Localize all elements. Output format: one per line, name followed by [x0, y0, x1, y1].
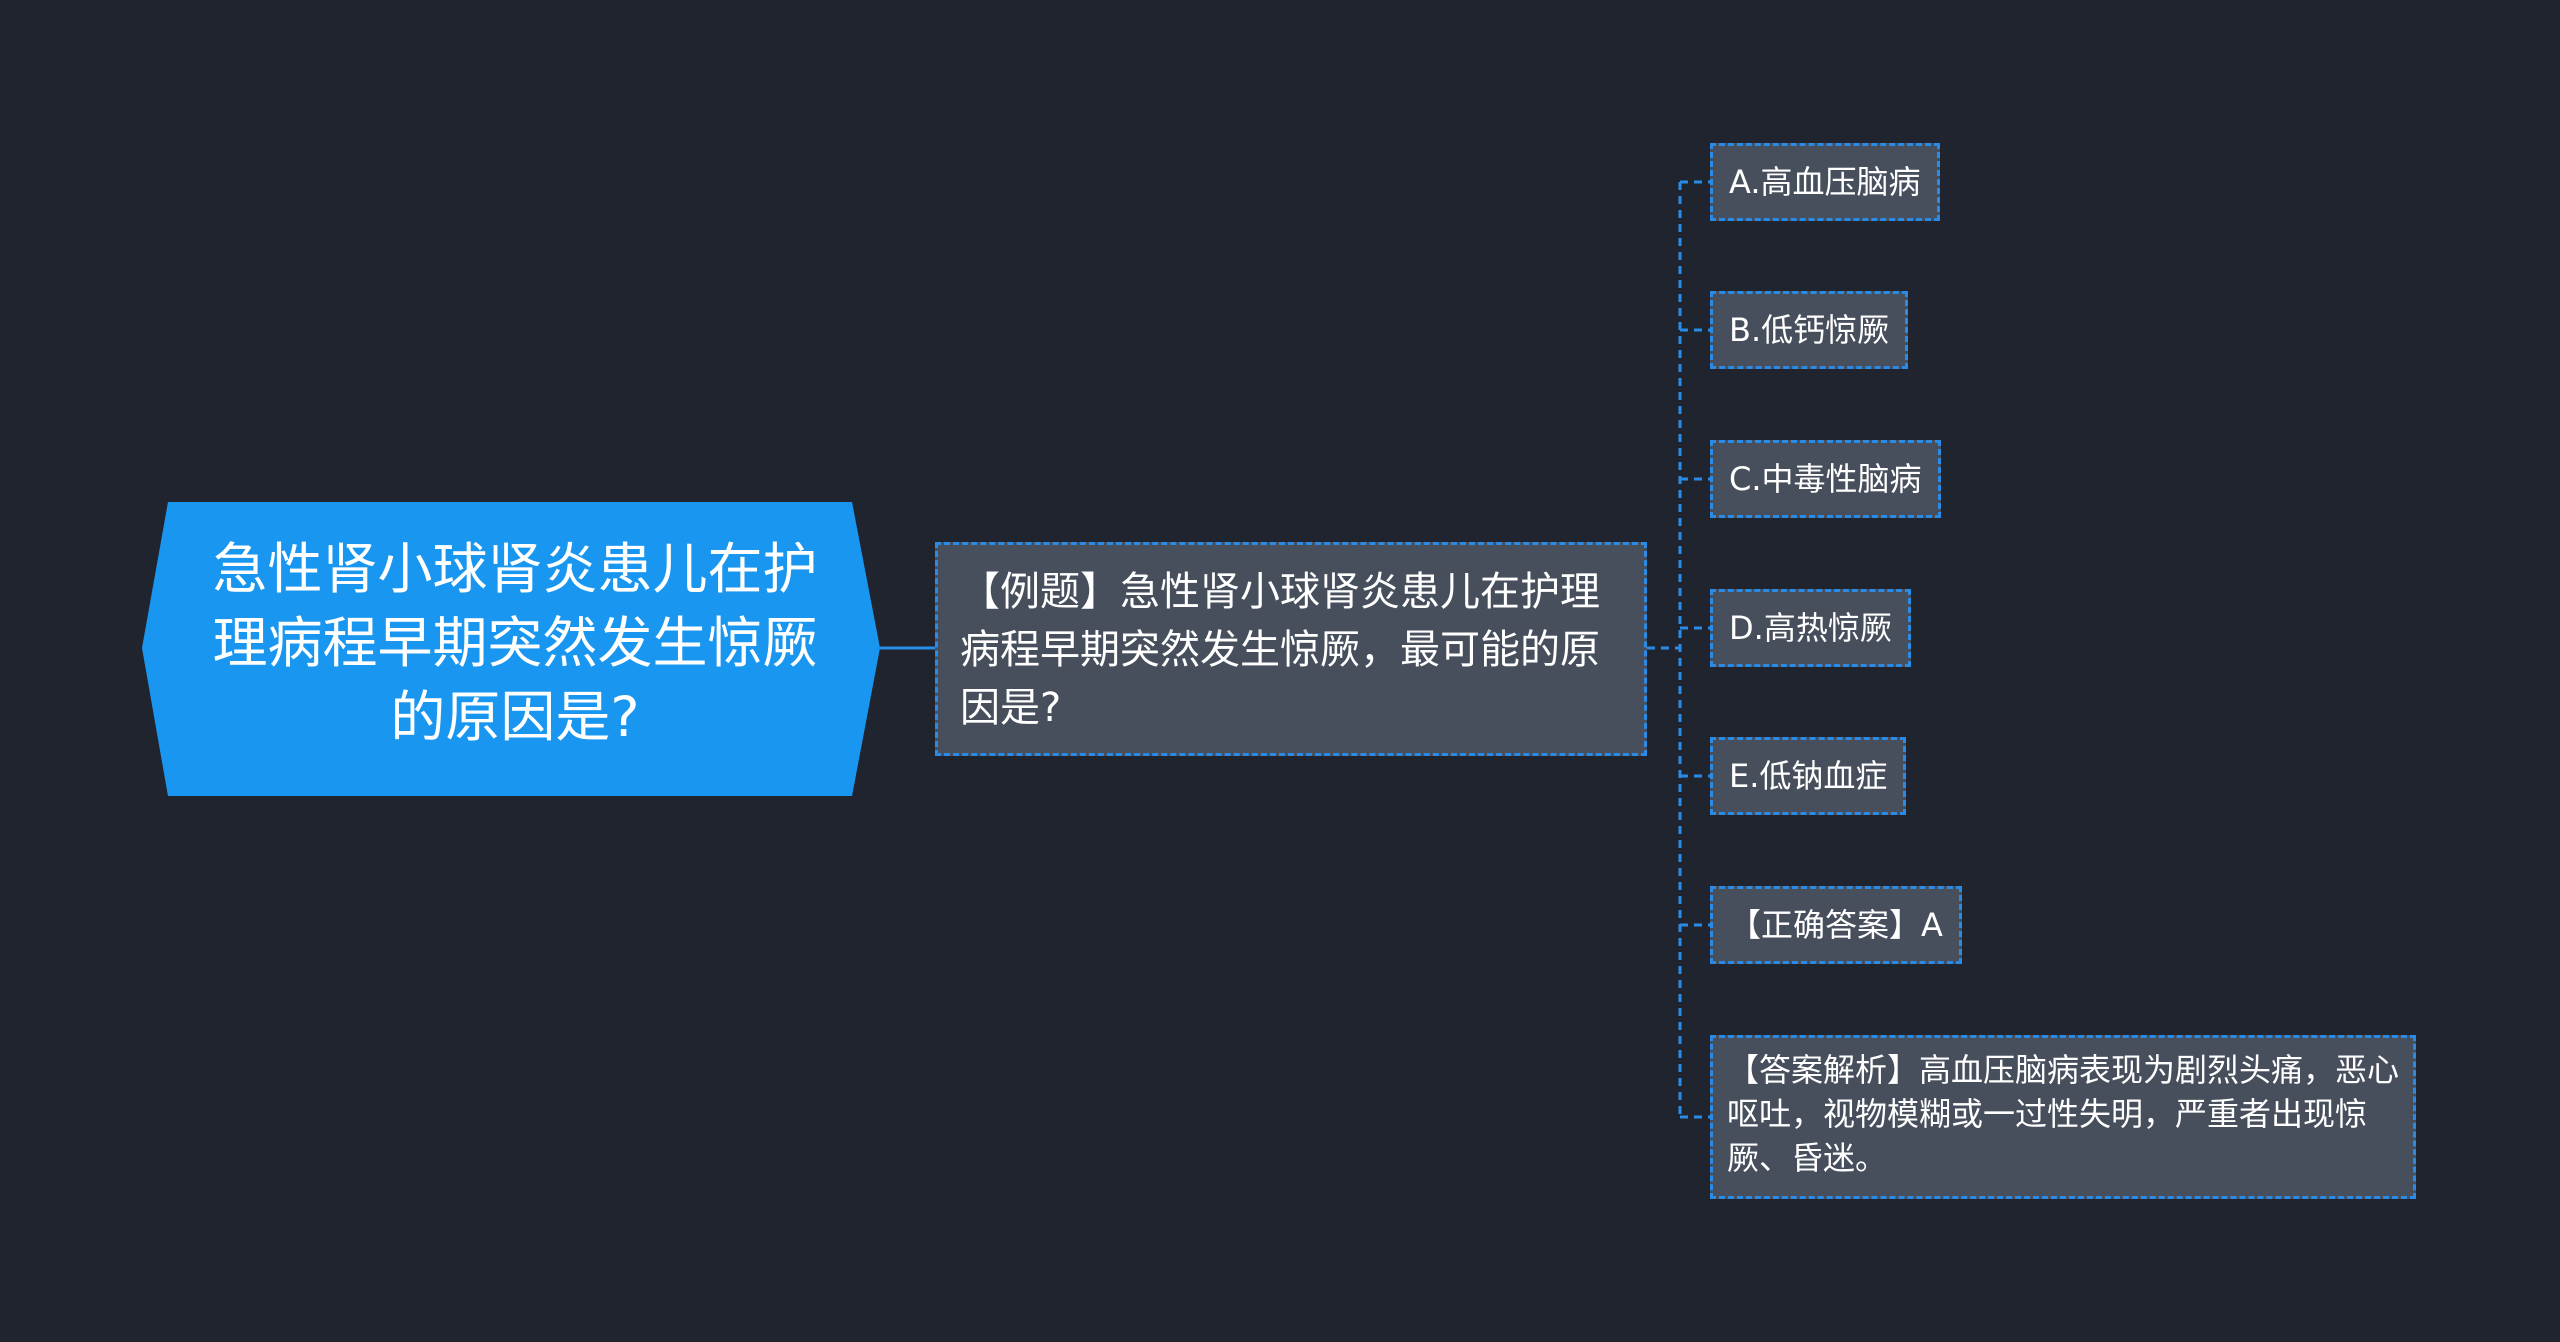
option-e-node[interactable]: E.低钠血症 — [1710, 737, 1907, 815]
answer-explanation-node[interactable]: 【答案解析】高血压脑病表现为剧烈头痛，恶心呕吐，视物模糊或一过性失明，严重者出现… — [1710, 1035, 2416, 1199]
root-node-title: 急性肾小球肾炎患儿在护 理病程早期突然发生惊厥 的原因是? — [175, 532, 855, 754]
option-c-node[interactable]: C.中毒性脑病 — [1710, 440, 1941, 518]
option-d-node[interactable]: D.高热惊厥 — [1710, 589, 1911, 667]
option-b-node[interactable]: B.低钙惊厥 — [1710, 291, 1909, 369]
root-node-shape[interactable] — [142, 502, 880, 796]
correct-answer-node[interactable]: 【正确答案】A — [1710, 886, 1962, 964]
root-title-line: 理病程早期突然发生惊厥 — [212, 611, 818, 675]
root-title-line: 的原因是? — [390, 685, 640, 749]
root-title-line: 急性肾小球肾炎患儿在护 — [212, 537, 818, 601]
option-a-node[interactable]: A.高血压脑病 — [1710, 143, 1940, 221]
question-node[interactable]: 【例题】急性肾小球肾炎患儿在护理病程早期突然发生惊厥，最可能的原因是? — [935, 542, 1647, 756]
